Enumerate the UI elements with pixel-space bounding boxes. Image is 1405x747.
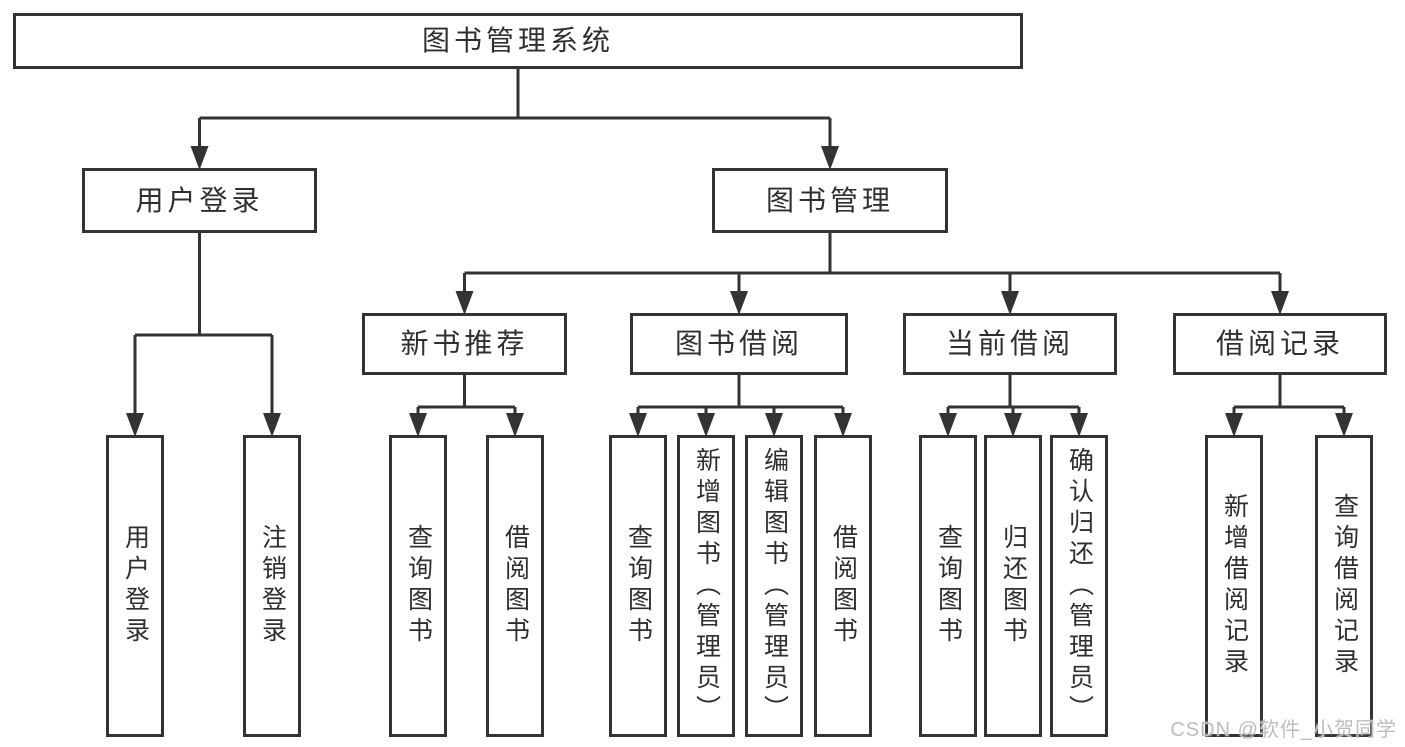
arrow-icon xyxy=(629,413,647,437)
node-label: 查询图书 xyxy=(624,524,653,648)
leaf-user-login: 用户登录 xyxy=(106,435,164,737)
arrow-icon xyxy=(821,146,839,170)
node-label: 借阅图书 xyxy=(829,524,858,648)
node-new-book-recommend: 新书推荐 xyxy=(362,313,567,375)
arrow-icon xyxy=(1070,413,1088,437)
node-label: 图书借阅 xyxy=(674,328,803,359)
arrow-icon xyxy=(1225,413,1243,437)
connector-newbook-to-leaves xyxy=(416,375,517,413)
node-label: 查询借阅记录 xyxy=(1330,493,1359,679)
csdn-watermark: CSDN @软件_小贺同学 xyxy=(1170,719,1397,741)
node-root-system: 图书管理系统 xyxy=(13,13,1023,69)
node-borrow-records: 借阅记录 xyxy=(1173,313,1387,375)
leaf-return-book: 归还图书 xyxy=(984,435,1042,737)
node-book-borrow: 图书借阅 xyxy=(630,313,848,375)
node-book-management: 图书管理 xyxy=(712,168,948,233)
leaf-borrow-book: 借阅图书 xyxy=(814,435,872,737)
leaf-confirm-return-admin: 确认归还（管理员） xyxy=(1050,435,1108,737)
connector-records-to-leaves xyxy=(1232,375,1346,413)
node-label: 当前借阅 xyxy=(945,328,1074,359)
leaf-add-borrow-record: 新增借阅记录 xyxy=(1205,435,1263,737)
arrow-icon xyxy=(834,413,852,437)
node-label: 新增借阅记录 xyxy=(1220,493,1249,679)
leaf-logout: 注销登录 xyxy=(243,435,301,737)
node-label: 注销登录 xyxy=(258,524,287,648)
arrow-icon xyxy=(409,413,427,437)
node-label: 图书管理系统 xyxy=(421,25,614,56)
connector-current-to-leaves xyxy=(946,375,1081,413)
node-label: 查询图书 xyxy=(934,524,963,648)
leaf-borrow-book-newbook: 借阅图书 xyxy=(486,435,544,737)
node-label: 用户登录 xyxy=(121,524,150,648)
leaf-query-book-borrow: 查询图书 xyxy=(609,435,667,737)
node-label: 编辑图书（管理员） xyxy=(760,446,789,726)
arrow-icon xyxy=(263,413,281,437)
leaf-add-book-admin: 新增图书（管理员） xyxy=(677,435,735,737)
node-label: 确认归还（管理员） xyxy=(1065,446,1094,726)
arrow-icon xyxy=(1271,291,1289,315)
arrow-icon xyxy=(126,413,144,437)
arrow-icon xyxy=(190,146,209,170)
node-label: 用户登录 xyxy=(135,184,264,216)
arrow-icon xyxy=(1001,291,1019,315)
arrow-icon xyxy=(506,413,524,437)
node-label: 新书推荐 xyxy=(400,328,529,359)
node-label: 借阅图书 xyxy=(501,524,530,648)
node-label: 新增图书（管理员） xyxy=(692,446,721,726)
node-label: 归还图书 xyxy=(999,524,1028,648)
leaf-query-borrow-record: 查询借阅记录 xyxy=(1315,435,1373,737)
arrow-icon xyxy=(939,413,957,437)
connector-root-to-level2 xyxy=(198,69,832,150)
connector-userlogin-to-leaves xyxy=(133,233,274,413)
arrow-icon xyxy=(697,413,715,437)
leaf-query-book-newbook: 查询图书 xyxy=(389,435,447,737)
node-current-borrow: 当前借阅 xyxy=(903,313,1117,375)
node-label: 图书管理 xyxy=(765,184,894,216)
node-label: 借阅记录 xyxy=(1215,328,1344,359)
arrow-icon xyxy=(730,291,748,315)
arrow-icon xyxy=(1004,413,1022,437)
arrow-icon xyxy=(1335,413,1353,437)
leaf-query-book-current: 查询图书 xyxy=(919,435,977,737)
arrow-icon xyxy=(455,291,474,315)
node-label: 查询图书 xyxy=(404,524,433,648)
connector-bookmgmt-to-level3 xyxy=(463,233,1282,291)
connector-borrow-to-leaves xyxy=(636,375,845,413)
leaf-edit-book-admin: 编辑图书（管理员） xyxy=(745,435,803,737)
arrow-icon xyxy=(765,413,783,437)
node-user-login: 用户登录 xyxy=(82,168,317,233)
